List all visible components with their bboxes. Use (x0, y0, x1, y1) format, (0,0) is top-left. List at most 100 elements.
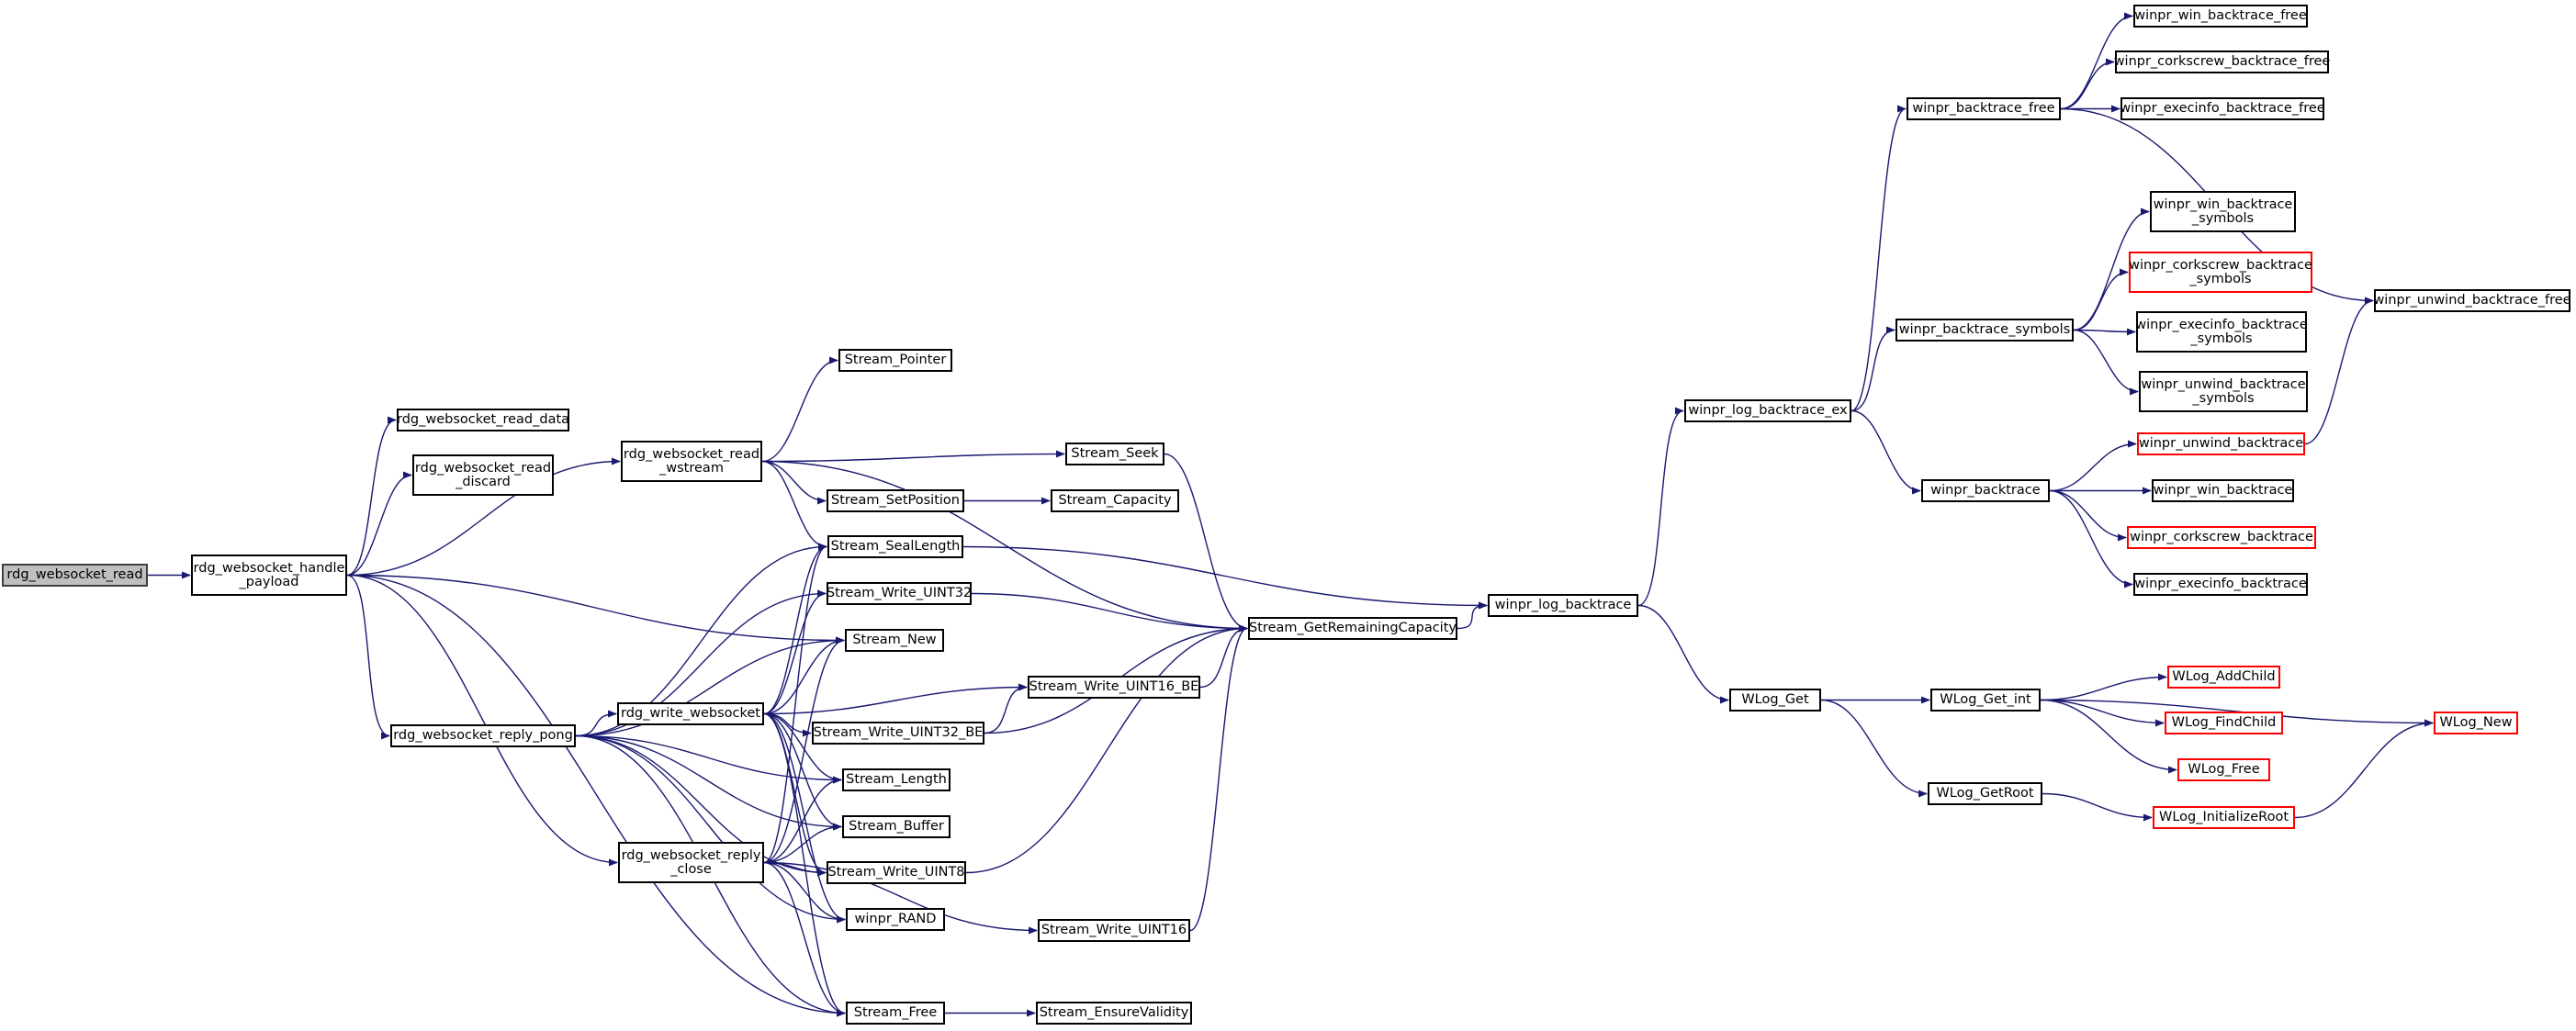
node-winpr-rand[interactable]: winpr_RAND (846, 908, 945, 931)
edge-rdg-websocket-reply-pong-to-winpr-rand (575, 734, 846, 924)
edge-rdg-websocket-handle-payload-to-rdg-websocket-reply-pong (346, 574, 390, 740)
node-winpr-execinfo-backtrace-free[interactable]: winpr_execinfo_backtrace_free (2120, 97, 2325, 120)
node-stream-new[interactable]: Stream_New (845, 629, 944, 652)
edge-winpr-backtrace-to-winpr-unwind-backtrace (2049, 440, 2137, 492)
node-winpr-corkscrew-backtrace-symbols[interactable]: winpr_corkscrew_backtrace _symbols (2129, 252, 2312, 293)
node-winpr-corkscrew-backtrace[interactable]: winpr_corkscrew_backtrace (2127, 526, 2316, 549)
node-stream-seallength[interactable]: Stream_SealLength (827, 535, 963, 558)
node-rdg-websocket-reply-close[interactable]: rdg_websocket_reply _close (618, 842, 764, 883)
node-wlog-getroot[interactable]: WLog_GetRoot (1928, 782, 2042, 805)
edge-rdg-websocket-reply-close-to-stream-free (763, 861, 846, 1017)
edge-rdg-write-websocket-to-stream-length (763, 712, 842, 784)
edge-stream-write-uint8-to-stream-getremainingcapacity (965, 624, 1248, 874)
edge-wlog-get-to-wlog-getroot (1820, 699, 1928, 798)
node-stream-length[interactable]: Stream_Length (842, 768, 951, 791)
node-stream-buffer[interactable]: Stream_Buffer (842, 815, 951, 838)
edge-stream-write-uint16-to-stream-getremainingcapacity (1189, 624, 1248, 932)
edge-rdg-websocket-reply-pong-to-stream-buffer (575, 734, 842, 831)
edge-rdg-write-websocket-to-stream-new (763, 636, 845, 715)
node-wlog-free[interactable]: WLog_Free (2177, 758, 2270, 781)
edge-winpr-log-backtrace-ex-to-winpr-backtrace-symbols (1850, 326, 1895, 412)
edge-stream-write-uint32-be-to-stream-write-uint16-be (984, 683, 1028, 734)
edge-rdg-websocket-reply-close-to-winpr-rand (763, 861, 846, 924)
edge-rdg-websocket-handle-payload-to-rdg-websocket-read-discard (346, 471, 412, 577)
edge-winpr-backtrace-symbols-to-winpr-unwind-backtrace-symbols (2073, 329, 2139, 396)
node-stream-ensurevalidity[interactable]: Stream_EnsureValidity (1036, 1002, 1192, 1025)
node-rdg-websocket-read-data[interactable]: rdg_websocket_read_data (397, 409, 569, 431)
edge-rdg-write-websocket-to-stream-seallength (763, 543, 827, 715)
node-stream-write-uint32-be[interactable]: Stream_Write_UINT32_BE (812, 722, 984, 745)
node-winpr-unwind-backtrace[interactable]: winpr_unwind_backtrace (2137, 432, 2305, 455)
edge-rdg-websocket-reply-close-to-stream-buffer (763, 823, 842, 864)
edge-winpr-log-backtrace-ex-to-winpr-backtrace (1850, 409, 1921, 495)
edge-winpr-backtrace-to-winpr-execinfo-backtrace (2049, 489, 2133, 588)
node-rdg-websocket-handle-payload[interactable]: rdg_websocket_handle _payload (191, 555, 347, 596)
edge-rdg-websocket-handle-payload-to-stream-free (346, 574, 846, 1017)
edge-winpr-backtrace-symbols-to-winpr-win-backtrace-symbols (2073, 207, 2150, 331)
node-stream-setposition[interactable]: Stream_SetPosition (827, 489, 964, 512)
node-stream-free[interactable]: Stream_Free (846, 1002, 945, 1025)
node-stream-pointer[interactable]: Stream_Pointer (838, 349, 952, 372)
node-winpr-execinfo-backtrace-symbols[interactable]: winpr_execinfo_backtrace _symbols (2135, 311, 2308, 353)
node-winpr-unwind-backtrace-free[interactable]: winpr_unwind_backtrace_free (2373, 289, 2571, 312)
edge-winpr-unwind-backtrace-to-winpr-unwind-backtrace-free (2304, 297, 2374, 445)
edge-stream-seek-to-stream-getremainingcapacity (1164, 453, 1248, 633)
edge-rdg-write-websocket-to-stream-free (763, 712, 846, 1017)
edge-rdg-write-websocket-to-stream-buffer (763, 712, 842, 831)
edge-rdg-websocket-reply-close-to-stream-write-uint16 (763, 861, 1038, 935)
node-wlog-initializeroot[interactable]: WLog_InitializeRoot (2153, 806, 2295, 829)
node-winpr-execinfo-backtrace[interactable]: winpr_execinfo_backtrace (2133, 573, 2308, 596)
node-rdg-write-websocket[interactable]: rdg_write_websocket (617, 702, 764, 725)
node-wlog-addchild[interactable]: WLog_AddChild (2167, 666, 2280, 689)
edge-rdg-websocket-read-wstream-to-stream-pointer (761, 356, 838, 463)
edge-rdg-websocket-handle-payload-to-stream-new (346, 574, 845, 644)
edge-winpr-backtrace-symbols-to-winpr-execinfo-backtrace-symbols (2073, 328, 2136, 336)
node-wlog-get-int[interactable]: WLog_Get_int (1930, 689, 2041, 712)
edge-stream-getremainingcapacity-to-winpr-log-backtrace (1457, 601, 1488, 630)
edge-rdg-websocket-handle-payload-to-rdg-websocket-read-wstream (346, 457, 621, 577)
node-winpr-win-backtrace-symbols[interactable]: winpr_win_backtrace _symbols (2150, 191, 2296, 232)
node-wlog-new[interactable]: WLog_New (2434, 712, 2518, 734)
node-rdg-websocket-read-wstream[interactable]: rdg_websocket_read _wstream (621, 441, 762, 482)
node-winpr-backtrace[interactable]: winpr_backtrace (1921, 479, 2050, 502)
node-winpr-log-backtrace[interactable]: winpr_log_backtrace (1488, 594, 1638, 617)
edge-winpr-log-backtrace-ex-to-winpr-backtrace-free (1850, 105, 1907, 412)
edge-rdg-write-websocket-to-stream-write-uint16-be (763, 683, 1028, 715)
node-stream-write-uint8[interactable]: Stream_Write_UINT8 (827, 861, 966, 884)
node-stream-seek[interactable]: Stream_Seek (1065, 443, 1164, 465)
node-winpr-backtrace-symbols[interactable]: winpr_backtrace_symbols (1895, 319, 2074, 342)
node-wlog-findchild[interactable]: WLog_FindChild (2165, 712, 2283, 734)
edge-winpr-backtrace-free-to-winpr-corkscrew-backtrace-free (2060, 58, 2115, 110)
node-stream-write-uint32[interactable]: Stream_Write_UINT32 (827, 582, 972, 605)
node-rdg-websocket-read-discard[interactable]: rdg_websocket_read _discard (412, 454, 554, 496)
edge-winpr-log-backtrace-to-winpr-log-backtrace-ex (1637, 407, 1684, 607)
edge-rdg-websocket-handle-payload-to-rdg-websocket-reply-close (346, 574, 618, 867)
node-winpr-log-backtrace-ex[interactable]: winpr_log_backtrace_ex (1684, 399, 1851, 422)
node-winpr-win-backtrace-free[interactable]: winpr_win_backtrace_free (2133, 5, 2308, 28)
edge-rdg-websocket-reply-pong-to-stream-write-uint32 (575, 589, 827, 737)
edge-rdg-websocket-reply-close-to-stream-new (763, 636, 845, 864)
edge-wlog-get-int-to-wlog-findchild (2040, 699, 2165, 727)
edge-wlog-getroot-to-wlog-initializeroot (2042, 792, 2153, 822)
edge-wlog-initializeroot-to-wlog-new (2294, 719, 2434, 819)
node-stream-getremainingcapacity[interactable]: Stream_GetRemainingCapacity (1248, 617, 1457, 640)
edge-rdg-websocket-handle-payload-to-rdg-websocket-read-data (346, 416, 397, 577)
node-rdg-websocket-read: rdg_websocket_read (2, 564, 148, 587)
node-stream-capacity[interactable]: Stream_Capacity (1051, 489, 1179, 512)
edge-rdg-websocket-read-wstream-to-stream-setposition (761, 460, 827, 505)
edge-wlog-get-int-to-wlog-addchild (2040, 673, 2167, 701)
node-stream-write-uint16-be[interactable]: Stream_Write_UINT16_BE (1028, 676, 1200, 699)
node-winpr-win-backtrace[interactable]: winpr_win_backtrace (2152, 479, 2294, 502)
node-stream-write-uint16[interactable]: Stream_Write_UINT16 (1038, 919, 1190, 942)
edge-rdg-websocket-read-wstream-to-stream-getremainingcapacity (761, 460, 1248, 633)
edge-wlog-get-int-to-wlog-free (2040, 699, 2177, 774)
node-winpr-corkscrew-backtrace-free[interactable]: winpr_corkscrew_backtrace_free (2114, 50, 2330, 73)
edge-rdg-write-websocket-to-stream-write-uint32 (763, 589, 827, 715)
node-winpr-unwind-backtrace-symbols[interactable]: winpr_unwind_backtrace _symbols (2139, 371, 2308, 412)
node-rdg-websocket-reply-pong[interactable]: rdg_websocket_reply_pong (390, 724, 576, 747)
node-winpr-backtrace-free[interactable]: winpr_backtrace_free (1907, 97, 2061, 120)
node-wlog-get[interactable]: WLog_Get (1729, 689, 1821, 712)
edge-stream-write-uint32-to-stream-getremainingcapacity (971, 592, 1248, 633)
